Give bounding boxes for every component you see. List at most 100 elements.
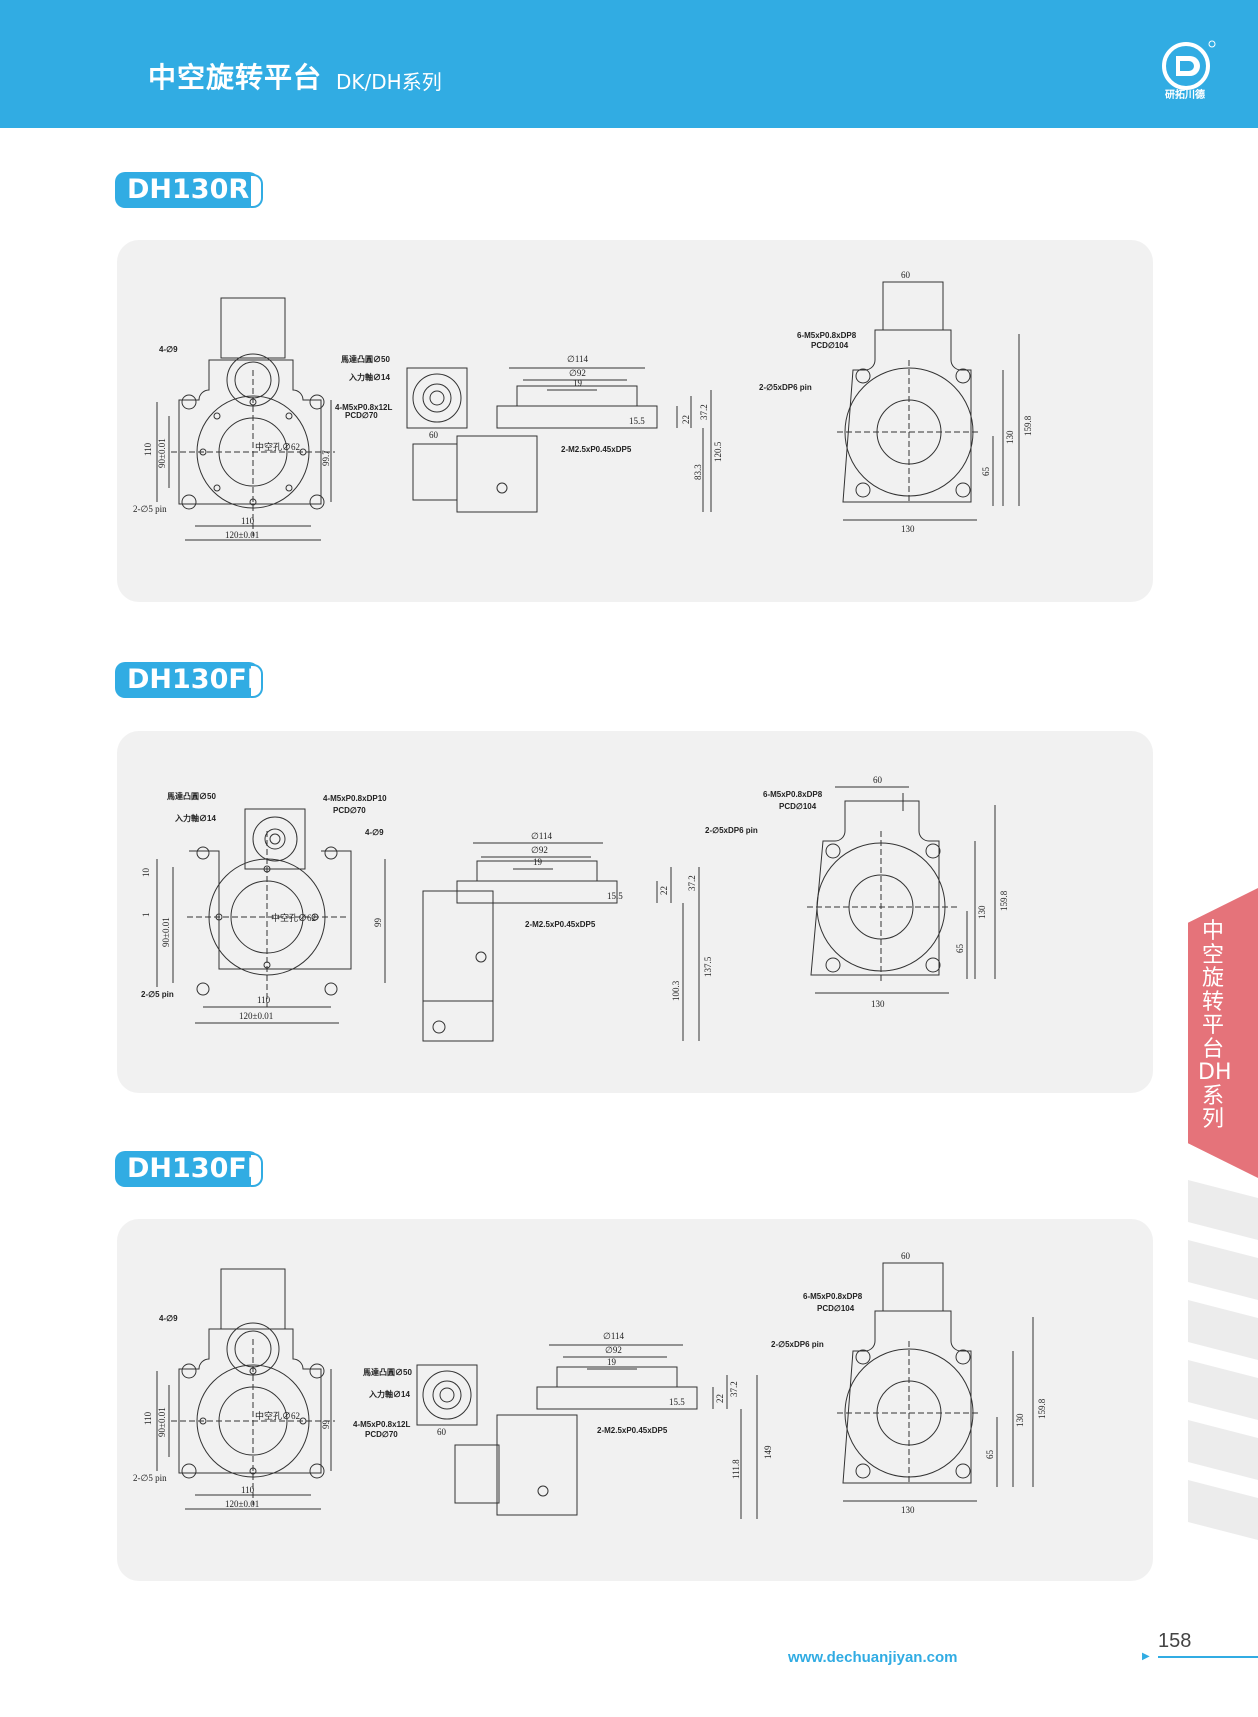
model-tag-dh130r: DH130R — [115, 172, 263, 208]
top-view: 60 6-M5xP0.8xDP8 PCD∅104 2-∅5xDP6 pin 15… — [759, 270, 1033, 534]
svg-text:2-∅5xDP6 pin: 2-∅5xDP6 pin — [759, 383, 812, 392]
svg-text:65: 65 — [985, 1450, 995, 1460]
drawing-dh130fr: 4-∅9 中空孔∅62 2-∅5 pin 110 120±0.01 110 90… — [133, 1251, 1047, 1519]
side-ghost-tab — [1188, 1420, 1258, 1480]
svg-text:PCD∅70: PCD∅70 — [365, 1430, 398, 1439]
svg-text:PCD∅70: PCD∅70 — [345, 411, 378, 420]
svg-text:37.2: 37.2 — [699, 404, 709, 420]
svg-text:15.5: 15.5 — [607, 891, 623, 901]
logo-text: 研拓川德 — [1165, 90, 1205, 101]
side-view: ∅114 ∅92 19 2-M2.5xP0.45xDP5 15.5 22 37.… — [454, 1331, 773, 1519]
svg-text:15.5: 15.5 — [669, 1397, 685, 1407]
svg-text:1: 1 — [141, 913, 151, 918]
svg-text:120±0.01: 120±0.01 — [225, 1499, 259, 1509]
svg-text:2-M2.5xP0.45xDP5: 2-M2.5xP0.45xDP5 — [597, 1426, 668, 1435]
svg-text:中空孔∅62: 中空孔∅62 — [255, 1410, 300, 1421]
svg-text:90±0.01: 90±0.01 — [157, 1407, 167, 1437]
svg-text:15.5: 15.5 — [629, 416, 645, 426]
svg-text:37.2: 37.2 — [687, 875, 697, 891]
footer-url[interactable]: www.dechuanjiyan.com — [788, 1649, 958, 1666]
svg-text:6-M5xP0.8xDP8: 6-M5xP0.8xDP8 — [763, 790, 823, 799]
svg-text:99: 99 — [321, 1420, 331, 1430]
svg-text:130: 130 — [1005, 430, 1015, 444]
svg-text:4-M5xP0.8x12L: 4-M5xP0.8x12L — [335, 403, 392, 412]
svg-text:100.3: 100.3 — [671, 980, 681, 1001]
svg-text:PCD∅70: PCD∅70 — [333, 806, 366, 815]
svg-text:∅92: ∅92 — [531, 845, 548, 855]
svg-text:∅114: ∅114 — [603, 1331, 625, 1341]
svg-text:110: 110 — [143, 1411, 153, 1425]
svg-text:∅114: ∅114 — [567, 354, 589, 364]
svg-text:∅92: ∅92 — [569, 368, 586, 378]
page-series: DK/DH系列 — [336, 70, 442, 94]
svg-text:4-∅9: 4-∅9 — [159, 1314, 178, 1323]
svg-text:4-M5xP0.8x12L: 4-M5xP0.8x12L — [353, 1420, 410, 1429]
svg-text:PCD∅104: PCD∅104 — [779, 802, 817, 811]
brand-logo-icon — [1162, 40, 1216, 90]
front-view: 4-∅9 中空孔∅62 2-∅5 pin 110 120±0.01 110 90… — [133, 1268, 335, 1510]
side-ghost-tab — [1188, 1240, 1258, 1300]
svg-text:130: 130 — [871, 999, 885, 1009]
drawing-panel-dh130fr: 4-∅9 中空孔∅62 2-∅5 pin 110 120±0.01 110 90… — [117, 1219, 1153, 1581]
svg-text:10: 10 — [141, 868, 151, 878]
svg-text:99: 99 — [373, 918, 383, 928]
svg-text:4-∅9: 4-∅9 — [159, 345, 178, 354]
svg-text:65: 65 — [955, 944, 965, 954]
svg-text:111.8: 111.8 — [731, 1459, 741, 1479]
drawing-panel-dh130fp: 馬達凸圓∅50 入力軸∅14 4-M5xP0.8xDP10 PCD∅70 4-∅… — [117, 731, 1153, 1093]
svg-text:2-∅5 pin: 2-∅5 pin — [133, 504, 167, 514]
svg-text:馬達凸圓∅50: 馬達凸圓∅50 — [363, 1367, 412, 1377]
svg-text:2-M2.5xP0.45xDP5: 2-M2.5xP0.45xDP5 — [561, 445, 632, 454]
side-ghost-tab — [1188, 1180, 1258, 1240]
svg-text:2-M2.5xP0.45xDP5: 2-M2.5xP0.45xDP5 — [525, 920, 596, 929]
svg-text:馬達凸圓∅50: 馬達凸圓∅50 — [341, 354, 390, 364]
svg-text:120±0.01: 120±0.01 — [225, 530, 259, 540]
svg-text:159.8: 159.8 — [1037, 1398, 1047, 1419]
svg-text:90±0.01: 90±0.01 — [161, 917, 171, 947]
svg-text:22: 22 — [715, 1394, 725, 1403]
side-view: ∅114 ∅92 19 2-M2.5xP0.45xDP5 15.5 22 37.… — [422, 831, 713, 1042]
svg-text:110: 110 — [257, 995, 271, 1005]
svg-text:90±0.01: 90±0.01 — [157, 438, 167, 468]
svg-text:60: 60 — [901, 270, 911, 280]
svg-text:130: 130 — [901, 524, 915, 534]
svg-text:中空孔∅62: 中空孔∅62 — [255, 441, 300, 452]
top-view: 60 6-M5xP0.8xDP8 PCD∅104 2-∅5xDP6 pin 15… — [771, 1251, 1047, 1515]
svg-text:159.8: 159.8 — [999, 890, 1009, 911]
svg-text:110: 110 — [241, 1485, 255, 1495]
page-number: 158 — [1158, 1630, 1192, 1652]
svg-text:130: 130 — [1015, 1413, 1025, 1427]
svg-text:149: 149 — [763, 1445, 773, 1459]
svg-text:19: 19 — [533, 857, 543, 867]
model-tag-dh130fr: DH130FR — [115, 1151, 268, 1187]
svg-text:22: 22 — [659, 886, 669, 895]
svg-text:83.3: 83.3 — [693, 464, 703, 480]
svg-text:入力軸∅14: 入力軸∅14 — [174, 813, 216, 823]
svg-text:PCD∅104: PCD∅104 — [817, 1304, 855, 1313]
svg-text:∅114: ∅114 — [531, 831, 553, 841]
svg-text:60: 60 — [429, 430, 439, 440]
svg-text:2-∅5 pin: 2-∅5 pin — [141, 990, 174, 999]
front-view: 馬達凸圓∅50 入力軸∅14 4-M5xP0.8xDP10 PCD∅70 4-∅… — [141, 791, 387, 1024]
drawing-dh130r: 4-∅9 中空孔∅62 2-∅5 pin 110 120±0.01 110 90… — [133, 270, 1033, 541]
header-bar: 中空旋转平台 DK/DH系列 — [0, 0, 1258, 128]
svg-text:4-∅9: 4-∅9 — [365, 828, 384, 837]
top-view: 60 6-M5xP0.8xDP8 PCD∅104 2-∅5xDP6 pin 15… — [705, 775, 1009, 1009]
svg-text:19: 19 — [573, 378, 583, 388]
svg-text:2-∅5 pin: 2-∅5 pin — [133, 1473, 167, 1483]
svg-text:159.8: 159.8 — [1023, 415, 1033, 436]
drawing-panel-dh130r: 4-∅9 中空孔∅62 2-∅5 pin 110 120±0.01 110 90… — [117, 240, 1153, 602]
svg-text:130: 130 — [901, 1505, 915, 1515]
svg-text:120.5: 120.5 — [713, 441, 723, 462]
side-view: ∅114 ∅92 19 2-M2.5xP0.45xDP5 15.5 22 37.… — [412, 354, 723, 513]
svg-text:PCD∅104: PCD∅104 — [811, 341, 849, 350]
svg-text:37.2: 37.2 — [729, 1381, 739, 1397]
svg-text:19: 19 — [607, 1357, 617, 1367]
side-tab — [1188, 888, 1258, 1178]
footer-arrow-icon: ▶ — [1142, 1651, 1150, 1662]
side-ghost-tab — [1188, 1300, 1258, 1360]
svg-text:120±0.01: 120±0.01 — [239, 1011, 273, 1021]
svg-text:22: 22 — [681, 415, 691, 424]
side-tab-label: 中空旋转平台DH系列 — [1198, 919, 1232, 1132]
page-title: 中空旋转平台 — [148, 61, 323, 94]
